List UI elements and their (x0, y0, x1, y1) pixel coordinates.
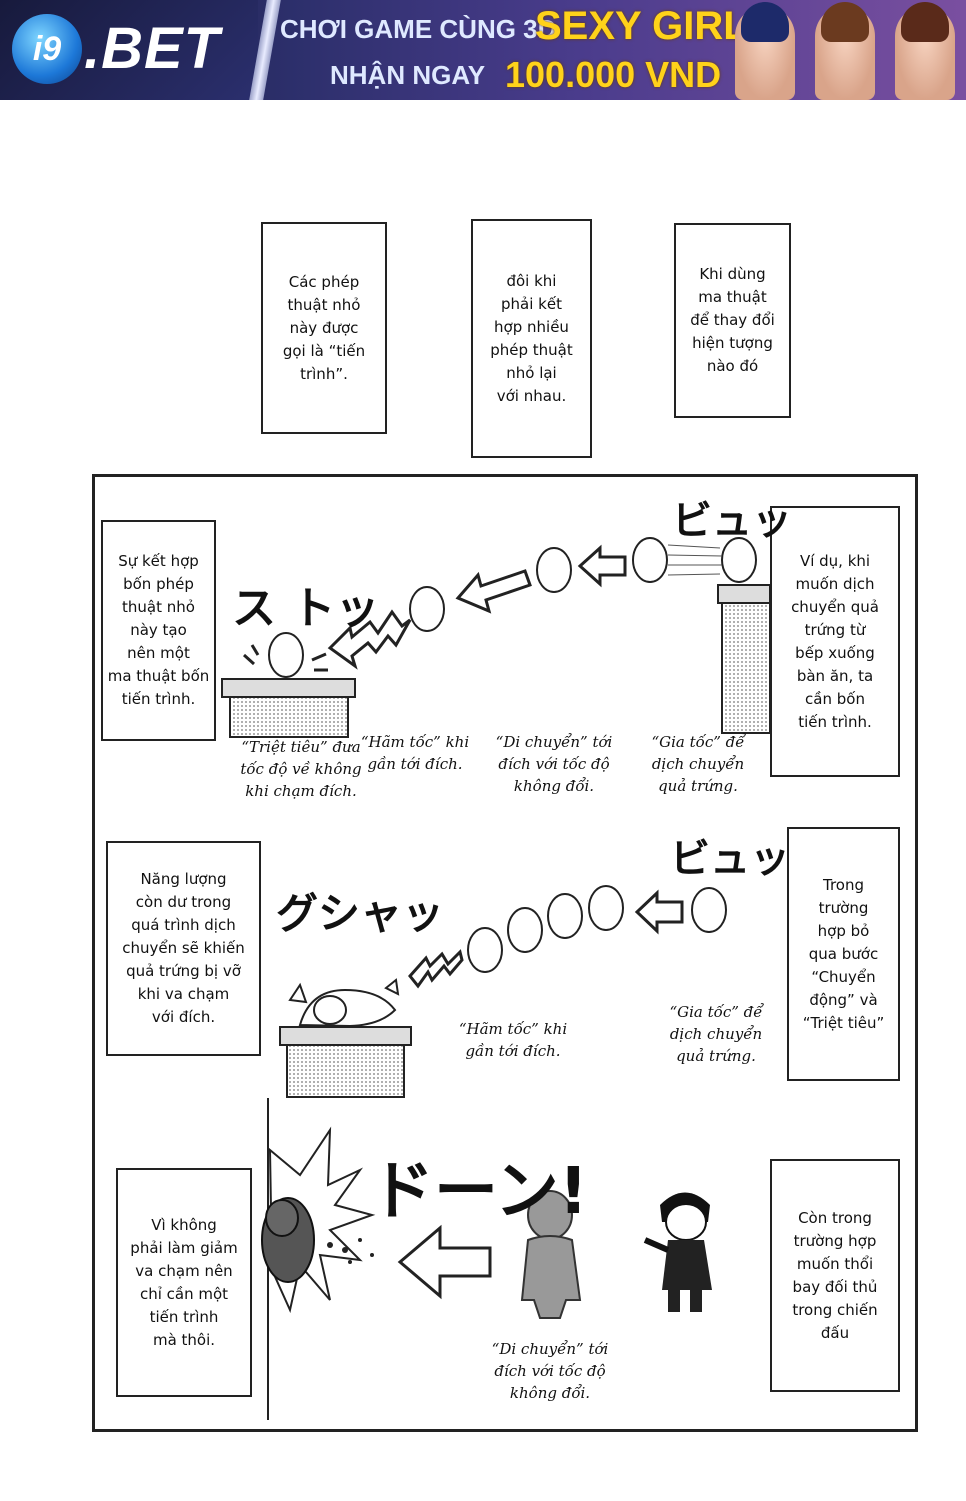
caption-move: “Di chuyển” tới đích với tốc độ không đổ… (495, 733, 613, 795)
promo-line1-highlight: SEXY GIRL (535, 4, 748, 48)
narration-box-2: đôi khi phải kết hợp nhiều phép thuật nh… (471, 219, 592, 458)
row1-destination-counter (221, 678, 356, 738)
broken-egg (288, 978, 400, 1028)
caption-accelerate-row2: “Gia tốc” để dịch chuyển quả trứng. (669, 1003, 763, 1065)
row2-destination-counter (279, 1026, 412, 1098)
character-figure (735, 2, 795, 100)
row3-left-box: Vì không phải làm giảm va chạm nên chỉ c… (116, 1168, 252, 1397)
narration-box-3: Khi dùng ma thuật để thay đổi hiện tượng… (674, 223, 791, 418)
row2-left-box: Năng lượng còn dư trong quá trình dịch c… (106, 841, 261, 1056)
manga-panel (92, 474, 918, 1432)
banner-characters-image (725, 0, 966, 100)
promo-line2-highlight: 100.000 VND (505, 54, 722, 95)
narration-text: Năng lượng còn dư trong quá trình dịch c… (122, 870, 245, 1026)
caption-accelerate: “Gia tốc” để dịch chuyển quả trứng. (651, 733, 745, 795)
narration-text: Ví dụ, khi muốn dịch chuyển quả trứng từ… (791, 551, 879, 731)
row1-speed-lines (667, 544, 723, 576)
logo-mark: i9 (12, 14, 82, 84)
row1-eggs (268, 537, 757, 678)
narration-text: Trong trường hợp bỏ qua bước “Chuyển độn… (802, 875, 885, 1032)
promo-line2: NHẬN NGAY (330, 60, 486, 90)
caption-decelerate-row2: “Hãm tốc” khi gần tới đích. (458, 1020, 568, 1060)
knocked-figure (261, 1197, 315, 1283)
row2-eggs (467, 885, 727, 973)
caption-decelerate: “Hãm tốc” khi gần tới đích. (360, 733, 470, 773)
promo-line1: CHƠI GAME CÙNG 3D (280, 14, 557, 44)
narration-text: Còn trong trường hợp muốn thổi bay đối t… (792, 1208, 878, 1342)
narration-box-1: Các phép thuật nhỏ này được gọi là “tiến… (261, 222, 387, 434)
caption-cancel: “Triệt tiêu” đưa tốc độ về không khi chạ… (240, 738, 362, 800)
narration-text: Vì không phải làm giảm va chạm nên chỉ c… (130, 1215, 238, 1349)
sfx-byu-row1: ビュッ (672, 498, 792, 544)
caption-move-row3: “Di chuyển” tới đích với tốc độ không đổ… (491, 1340, 609, 1402)
row1-source-counter (717, 584, 771, 734)
row1-arrows (327, 544, 627, 670)
row3-arrow (397, 1224, 492, 1300)
row3-right-box: Còn trong trường hợp muốn thổi bay đối t… (770, 1159, 900, 1392)
sfx-byu-row2: ビュッ (670, 836, 790, 882)
narration-text: Các phép thuật nhỏ này được gọi là “tiến… (282, 272, 366, 383)
row1-right-box: Ví dụ, khi muốn dịch chuyển quả trứng từ… (770, 506, 900, 777)
debris-dots (327, 1238, 374, 1264)
character-figure (815, 2, 875, 100)
row2-arrows (408, 889, 684, 989)
narration-text: Khi dùng ma thuật để thay đổi hiện tượng… (690, 265, 775, 375)
row1-left-box: Sự kết hợp bốn phép thuật nhỏ này tạo nê… (101, 520, 216, 741)
character-figure (895, 2, 955, 100)
row1-impact-marks (242, 644, 328, 672)
sfx-gusha: グシャッ (276, 889, 445, 938)
sfx-sutto: ス トッ (232, 583, 380, 634)
narration-text: Sự kết hợp bốn phép thuật nhỏ này tạo nê… (107, 552, 210, 708)
sfx-doon: ドーン! (370, 1155, 588, 1229)
narration-text: đôi khi phải kết hợp nhiều phép thuật nh… (490, 271, 573, 405)
i9bet-logo: i9 .BET (0, 0, 258, 100)
row2-right-box: Trong trường hợp bỏ qua bước “Chuyển độn… (787, 827, 900, 1081)
ad-banner[interactable]: i9 .BET CHƠI GAME CÙNG 3D SEXY GIRL NHẬN… (0, 0, 966, 100)
ghost-figure (520, 1190, 582, 1319)
caster-character (643, 1192, 712, 1312)
logo-text: .BET (84, 16, 221, 81)
